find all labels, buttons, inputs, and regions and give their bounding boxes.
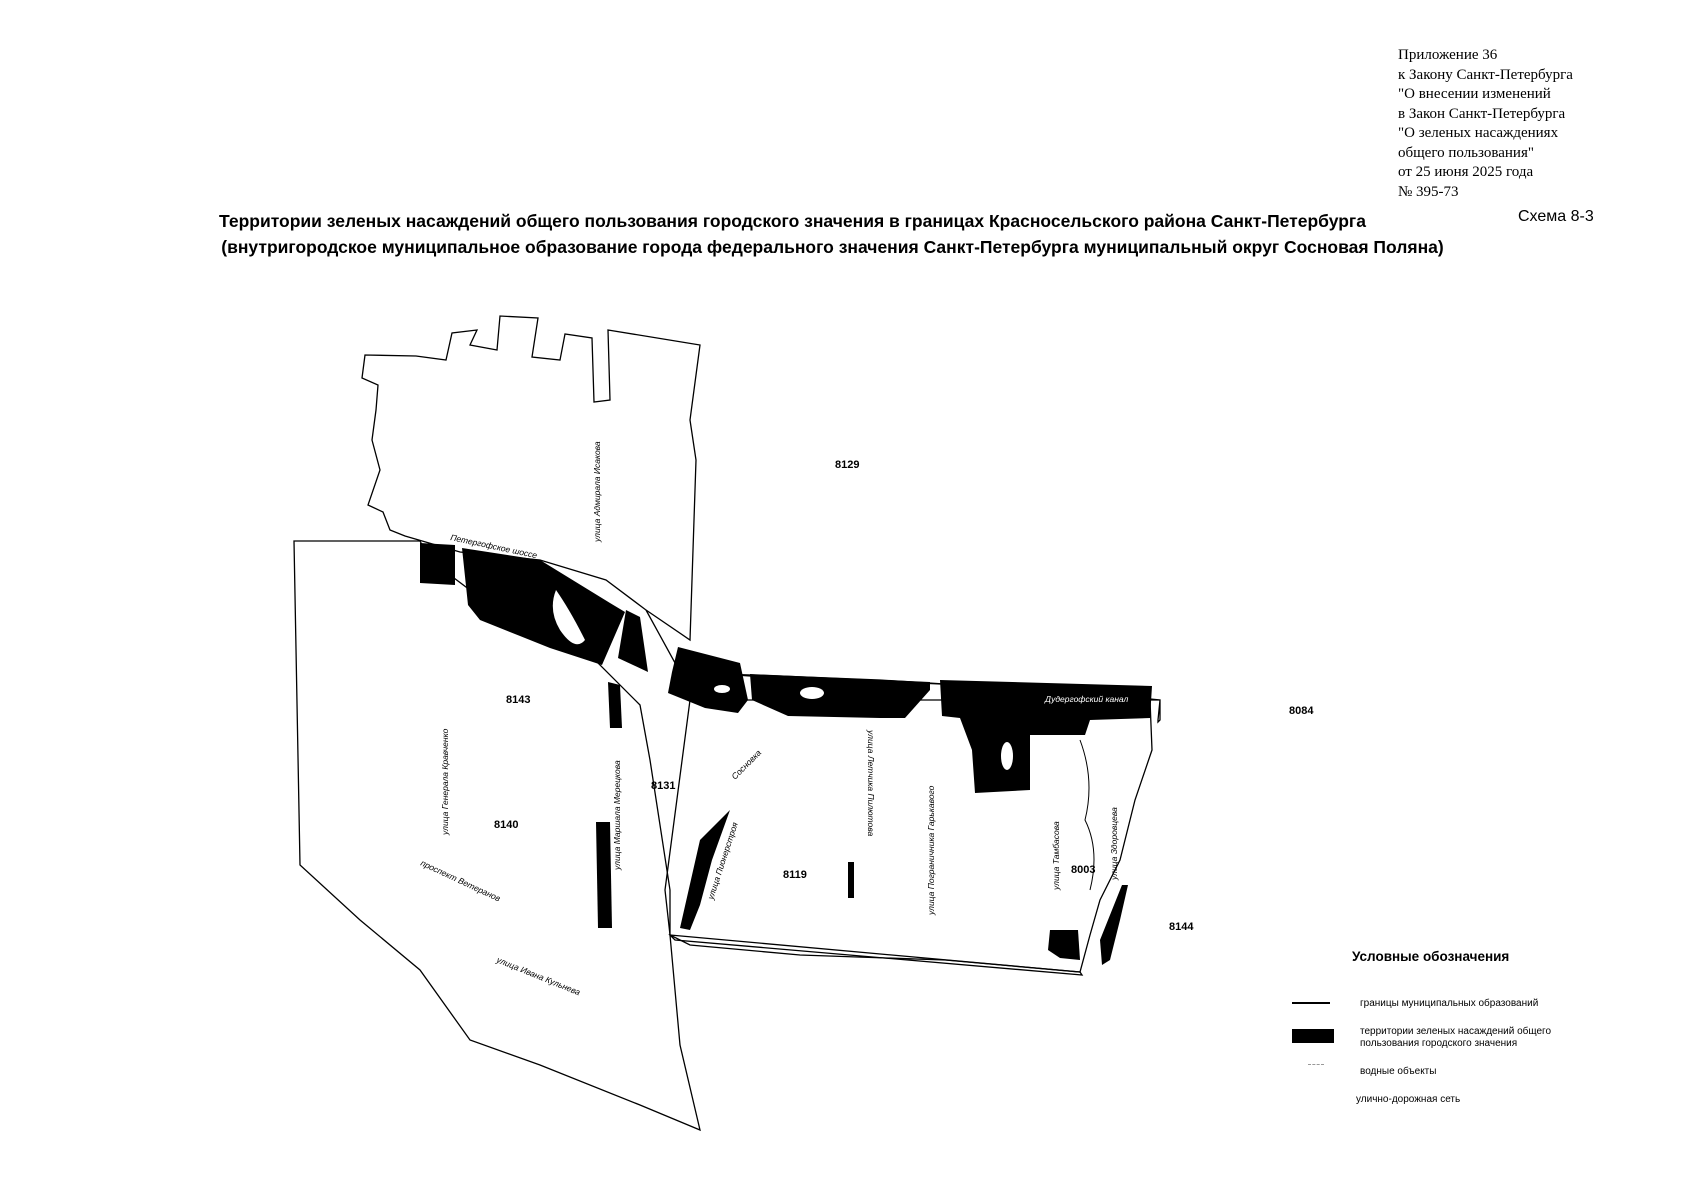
water-symbol: [1308, 1064, 1324, 1065]
street-label: улица Здоровцева: [1109, 807, 1119, 881]
appendix-line: "О зеленых насаждениях: [1398, 125, 1559, 141]
zone-label: 8003: [1071, 864, 1095, 876]
appendix-line: "О внесении изменений: [1398, 86, 1551, 102]
water-objects: [552, 590, 1055, 778]
appendix-line: Приложение 36: [1398, 47, 1498, 63]
boundary-line-symbol: [1292, 1002, 1330, 1004]
green-area: [668, 647, 748, 713]
street-label: улица Пограничника Гарькавого: [926, 785, 936, 916]
green-area: [1100, 885, 1128, 965]
street-label: улица Адмирала Исакова: [592, 441, 602, 543]
boundary-north: [361, 315, 1161, 724]
zone-labels: 8129 8143 8131 8140 8119 8003 8084 8144: [494, 459, 1314, 933]
street-label: улица Ивана Кульнева: [494, 954, 582, 997]
legend-title: Условные обозначения: [1352, 949, 1510, 964]
title-line-2: (внутригородское муниципальное образован…: [221, 237, 1444, 257]
street-label: Сосновка: [729, 747, 763, 781]
pond: [552, 590, 585, 645]
zone-label: 8131: [651, 780, 675, 792]
legend-label: водные объекты: [1360, 1066, 1437, 1077]
street-network: [1079, 739, 1095, 891]
green-area: [608, 682, 622, 728]
green-area: [596, 822, 612, 928]
pond: [714, 685, 730, 693]
appendix-line: общего пользования": [1398, 144, 1534, 161]
street-label: улица Генерала Кравченко: [440, 728, 450, 836]
legend-label: улично-дорожная сеть: [1356, 1094, 1461, 1105]
title-line-1: Территории зеленых насаждений общего пол…: [219, 211, 1366, 231]
appendix-line: к Закону Санкт-Петербурга: [1398, 66, 1573, 83]
zone-label: 8140: [494, 819, 518, 831]
green-area: [940, 680, 1152, 793]
green-territories: [420, 543, 1152, 965]
green-area: [618, 610, 648, 672]
municipal-boundaries: [293, 315, 1161, 1132]
zone-label: 8129: [835, 459, 859, 471]
legend-label: границы муниципальных образований: [1360, 998, 1539, 1009]
zone-label: 8084: [1289, 705, 1314, 717]
street-label: Дудергофский канал: [1044, 694, 1129, 704]
schema-number: Схема 8-3: [1518, 208, 1594, 225]
green-area: [680, 810, 730, 930]
zone-label: 8144: [1169, 921, 1194, 933]
pond: [1045, 760, 1055, 778]
appendix-line: № 395-73: [1398, 183, 1459, 200]
pond: [800, 687, 824, 699]
pond: [1001, 742, 1013, 770]
green-area: [848, 862, 854, 898]
street-label: улица Летчика Пилютова: [866, 729, 876, 837]
street-label: проспект Ветеранов: [419, 858, 502, 904]
green-area: [1048, 930, 1080, 960]
green-area: [462, 548, 625, 665]
boundary-west: [293, 540, 701, 1132]
boundary-south: [668, 934, 1084, 976]
zone-label: 8143: [506, 694, 530, 706]
street-line: [1079, 739, 1095, 891]
map-title: Территории зеленых насаждений общего пол…: [0, 208, 1705, 260]
legend-label: территории зеленых насаждений общего пол…: [1360, 1026, 1552, 1049]
green-area: [420, 543, 455, 585]
boundary-east: [664, 699, 1153, 973]
appendix-line: в Закон Санкт-Петербурга: [1398, 105, 1566, 122]
street-label: улица Тамбасова: [1051, 821, 1061, 891]
green-fill-symbol: [1292, 1029, 1334, 1043]
appendix-line: от 25 июня 2025 года: [1398, 164, 1534, 180]
street-label: улица Маршала Мерецкова: [612, 760, 622, 871]
zone-label: 8119: [783, 869, 807, 881]
green-area: [750, 674, 930, 718]
appendix-note: Приложение 36 к Закону Санкт-Петербурга …: [1398, 46, 1573, 202]
